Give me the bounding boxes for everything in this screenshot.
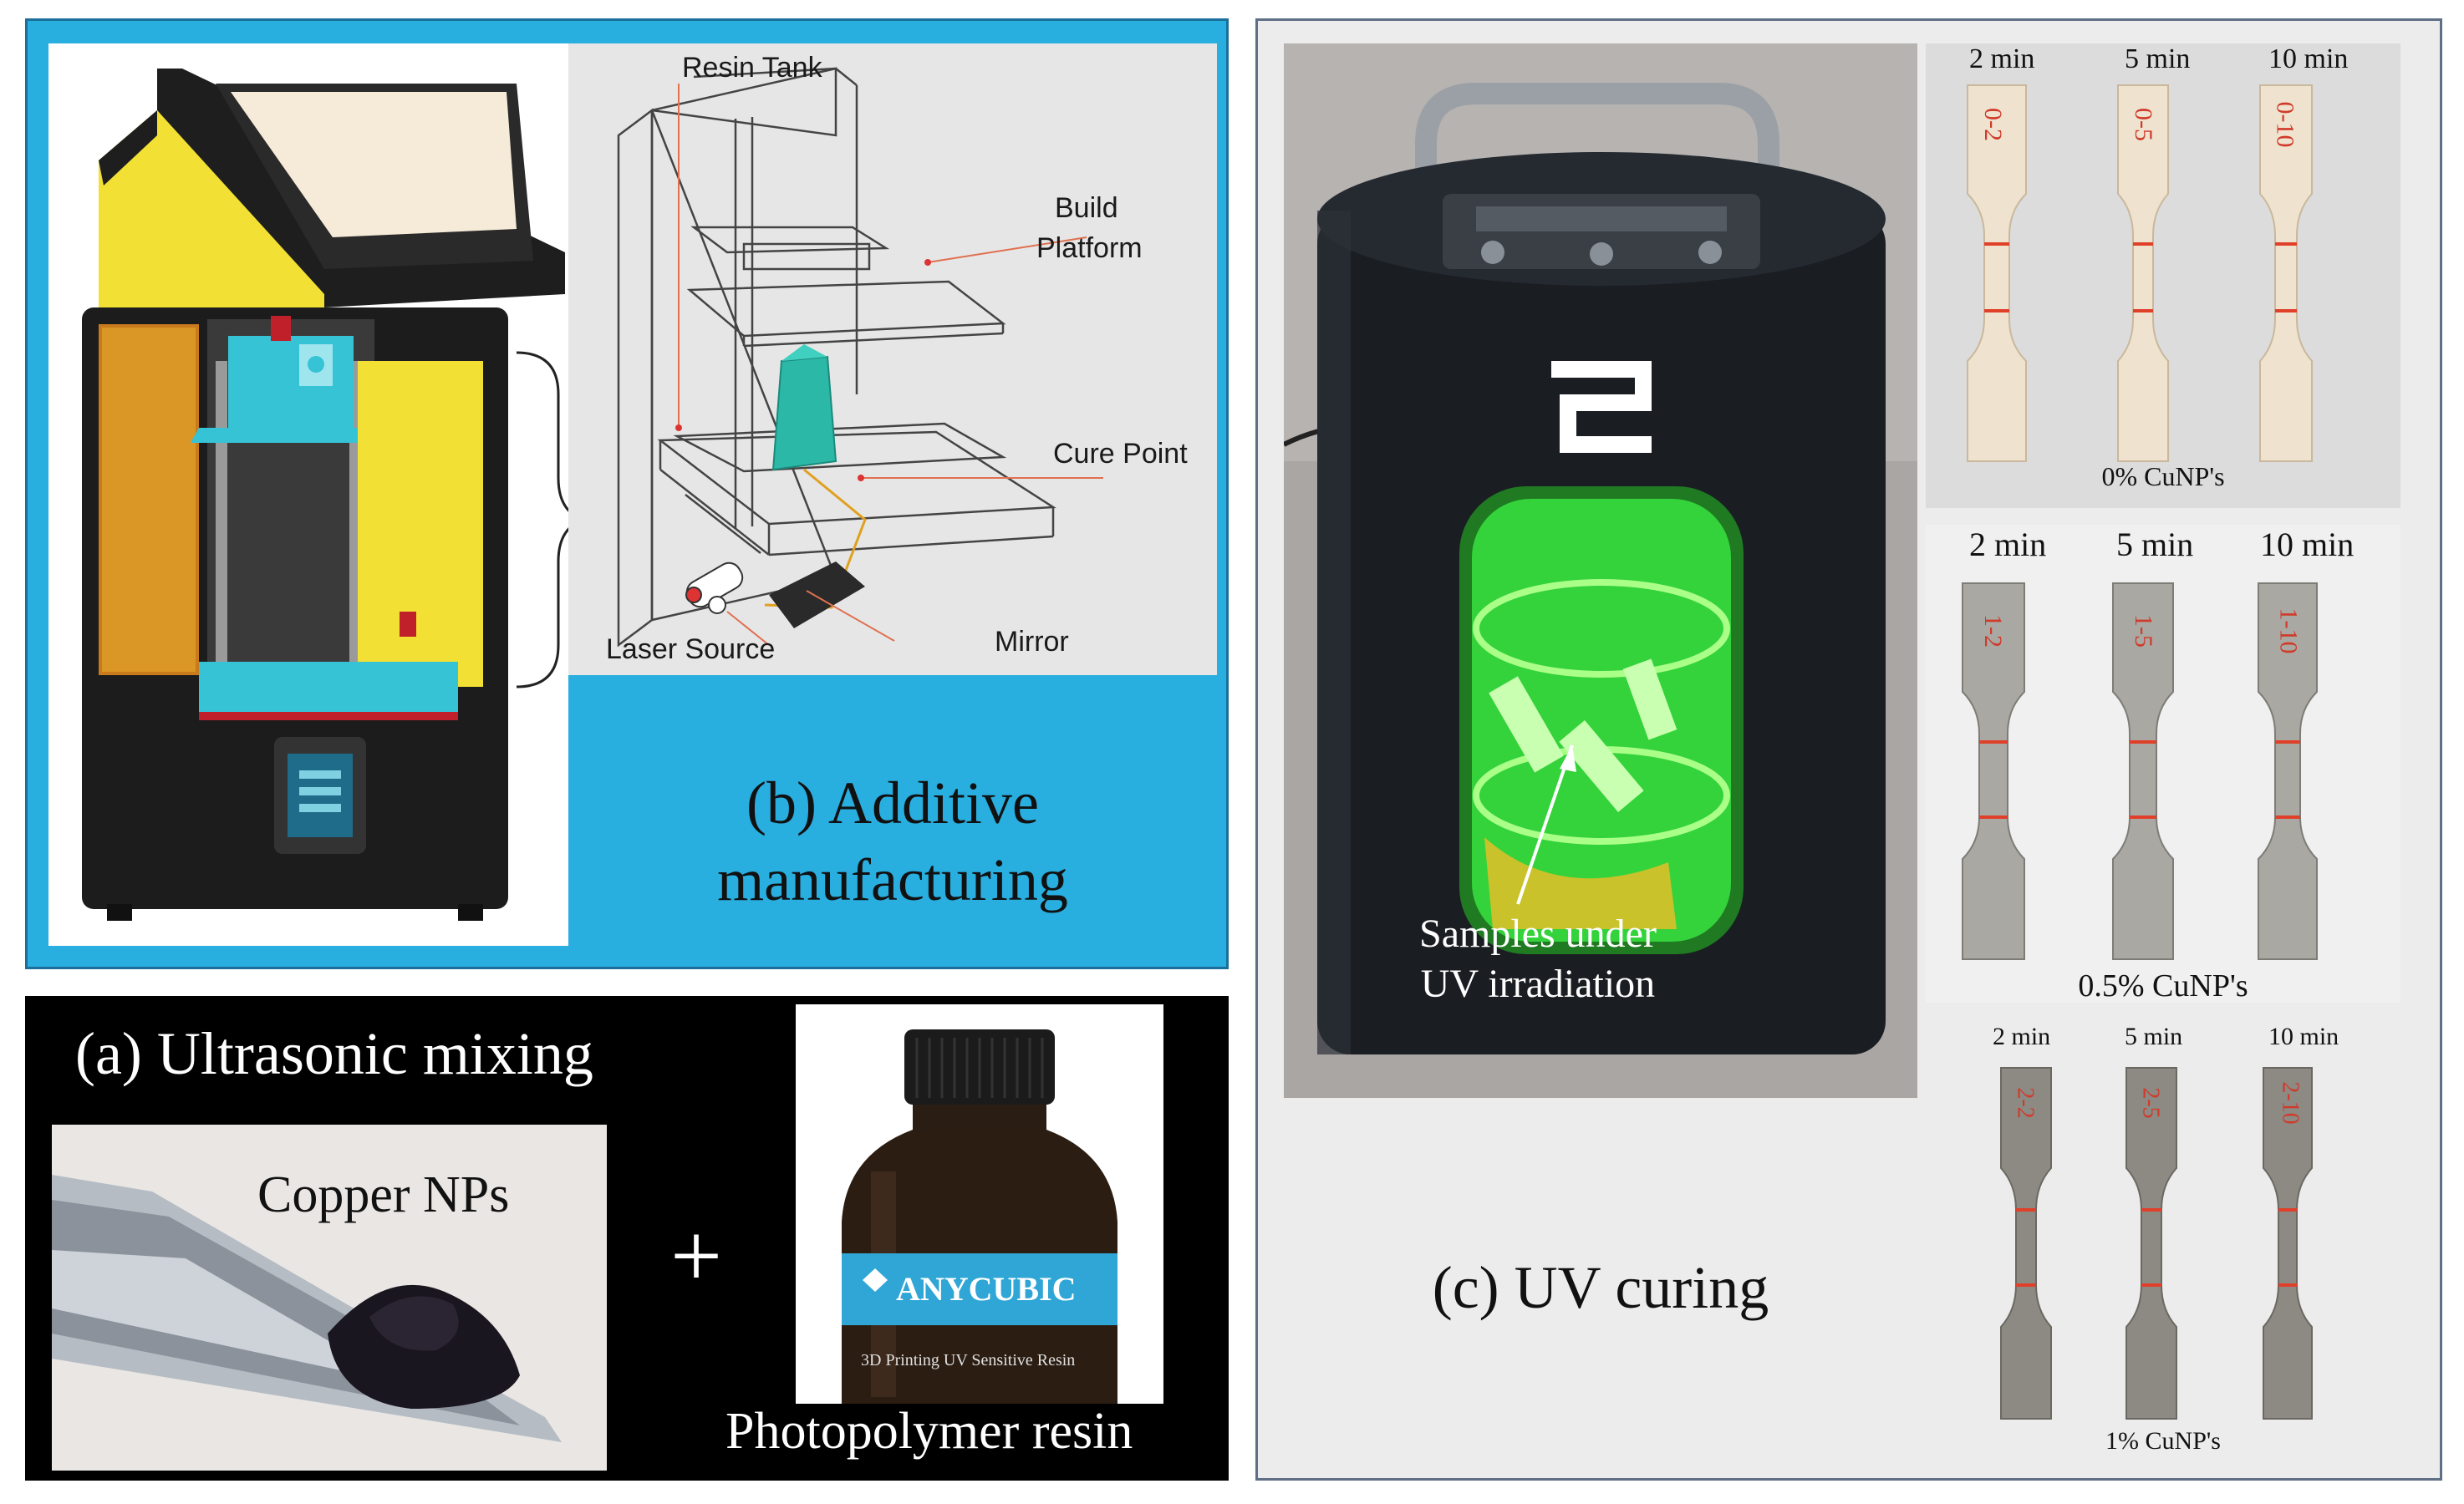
plus-sign: + (670, 1205, 723, 1307)
copper-np-photo (52, 1125, 607, 1471)
panel-c-title: (c) UV curing (1432, 1254, 1769, 1321)
specimen-mark: 1-10 (2274, 607, 2303, 654)
label-build: Build (1055, 192, 1118, 224)
chamber-logo (1551, 361, 1652, 453)
specimen-mark: 0-2 (1979, 108, 2007, 141)
specimen-mark: 1-2 (1979, 614, 2007, 648)
specimen-mark: 2-2 (2012, 1087, 2039, 1119)
mirror-shape (769, 561, 865, 628)
panel-a-title: (a) Ultrasonic mixing (75, 1020, 593, 1087)
printed-part (771, 355, 837, 471)
uv-chamber-photo (1284, 43, 1917, 1098)
time-label: 2 min (1969, 43, 2035, 74)
time-label: 10 min (2268, 1023, 2339, 1050)
label-platform: Platform (1036, 232, 1143, 264)
label-resin-tank: Resin Tank (682, 52, 823, 84)
time-label: 10 min (2260, 526, 2355, 563)
specimen-group-0pct: 2 min 5 min 10 min 0-2 0-5 0-10 0% CuNP'… (1926, 43, 2400, 508)
sla-schematic: Resin Tank Build Platform Cure Point Las… (568, 43, 1217, 675)
label-mirror: Mirror (995, 626, 1069, 658)
dogbone-specimens (1967, 84, 2313, 462)
bracket (516, 351, 568, 512)
time-label: 5 min (2125, 1023, 2183, 1050)
bottle-brand: ANYCUBIC (896, 1270, 1077, 1308)
samples-label-line2: UV irradiation (1420, 962, 1656, 1006)
time-label: 2 min (1993, 1023, 2051, 1050)
dogbone-specimens (2000, 1067, 2313, 1420)
group-caption: 0.5% CuNP's (2078, 968, 2248, 1004)
group-caption: 1% CuNP's (2105, 1427, 2221, 1455)
specimen-group-0-5pct: 2 min 5 min 10 min 1-2 1-5 1-10 0.5% CuN… (1926, 525, 2400, 1004)
panel-b-title-line1: (b) Additive (746, 770, 1039, 836)
panel-b-title-line2: manufacturing (717, 846, 1068, 913)
time-label: 2 min (1969, 526, 2047, 563)
label-laser-source: Laser Source (606, 633, 775, 665)
printer-photo (48, 43, 568, 946)
printer-body (82, 307, 508, 921)
specimen-mark: 2-5 (2137, 1087, 2164, 1119)
specimen-mark: 0-10 (2271, 101, 2299, 148)
specimen-mark: 2-10 (2277, 1081, 2304, 1125)
bottle-text: 3D Printing UV Sensitive Resin (861, 1351, 1075, 1369)
laser-source-shape (685, 561, 744, 614)
dogbone-specimens (1962, 582, 2318, 960)
resin-label: Photopolymer resin (725, 1403, 1133, 1460)
specimen-group-1pct: 2 min 5 min 10 min 2-2 2-5 2-10 1% CuNP'… (1926, 1023, 2400, 1461)
printer-lid (99, 69, 565, 307)
resin-bottle-photo: ANYCUBIC 3D Printing UV Sensitive Resin (796, 1004, 1163, 1404)
group-caption: 0% CuNP's (2101, 461, 2225, 491)
samples-label-line1: Samples under (1419, 912, 1657, 956)
specimen-mark: 0-5 (2130, 108, 2157, 141)
label-cure-point: Cure Point (1053, 438, 1188, 470)
time-label: 5 min (2116, 526, 2194, 563)
time-label: 10 min (2268, 43, 2349, 74)
specimen-mark: 1-5 (2130, 614, 2157, 648)
time-label: 5 min (2125, 43, 2191, 74)
copper-np-label: Copper NPs (257, 1166, 510, 1223)
